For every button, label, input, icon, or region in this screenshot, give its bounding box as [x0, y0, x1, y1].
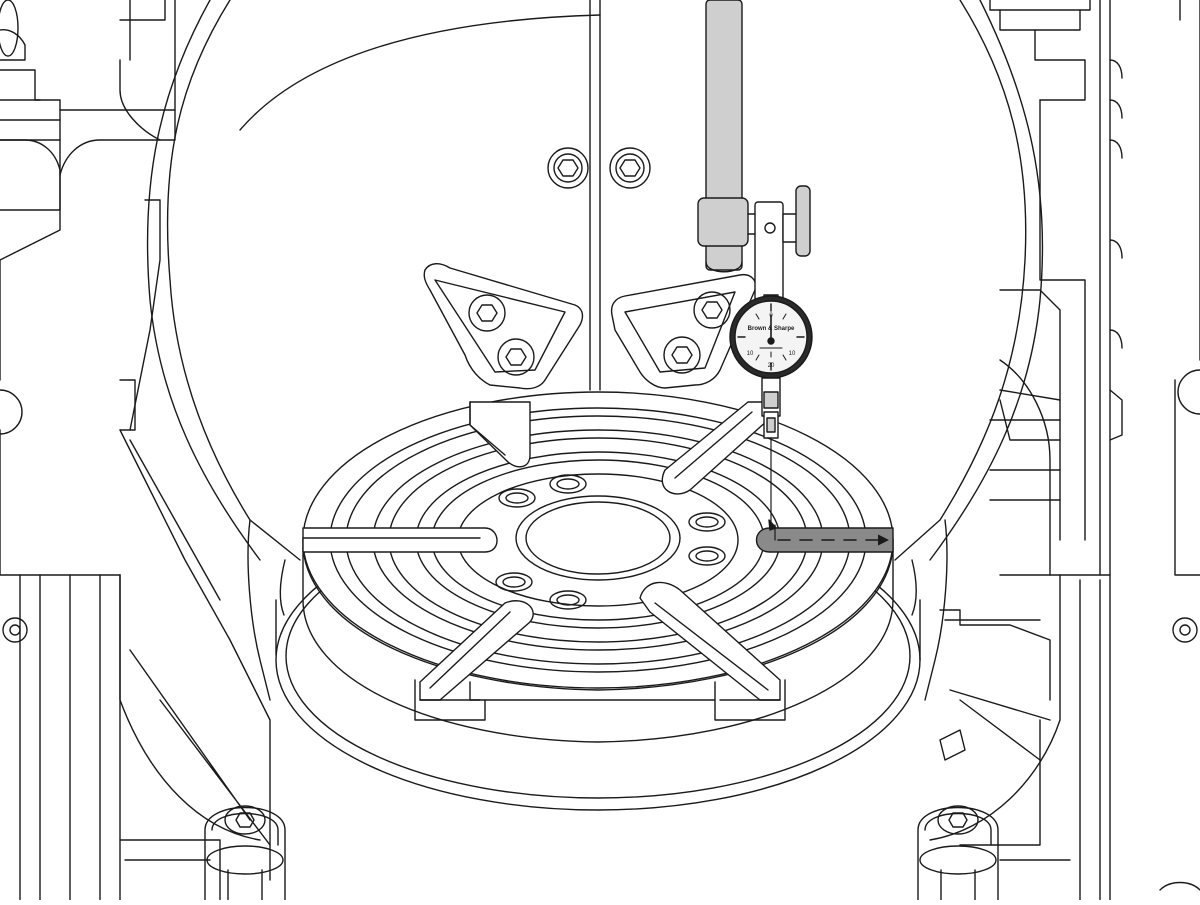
left-machine-frame [0, 0, 271, 901]
left-clamp-bracket [423, 263, 584, 390]
dial-scale-label-left: 10 [747, 351, 754, 357]
indicator-holder-rod [697, 0, 811, 307]
indicated-tslot [755, 524, 894, 553]
dial-indicator [729, 294, 813, 531]
dial-face-text: Brown & Sharpe 0 10 20 10 [747, 313, 796, 369]
machine-body-shell [146, 0, 1044, 701]
dial-brand-text: Brown & Sharpe [748, 326, 795, 332]
center-bolt-pair [547, 147, 651, 189]
lower-right-boss [917, 805, 999, 901]
dial-scale-label-right: 10 [789, 351, 796, 357]
dial-scale-label-bottom: 20 [768, 363, 775, 369]
dial-scale-label-top: 0 [769, 313, 773, 319]
table-center-bore [515, 495, 681, 581]
table-tslots [302, 401, 786, 721]
lower-left-boss [204, 805, 286, 901]
right-clamp-bracket [610, 273, 757, 389]
right-machine-frame [929, 0, 1200, 901]
table-bolt-holes [495, 474, 726, 610]
